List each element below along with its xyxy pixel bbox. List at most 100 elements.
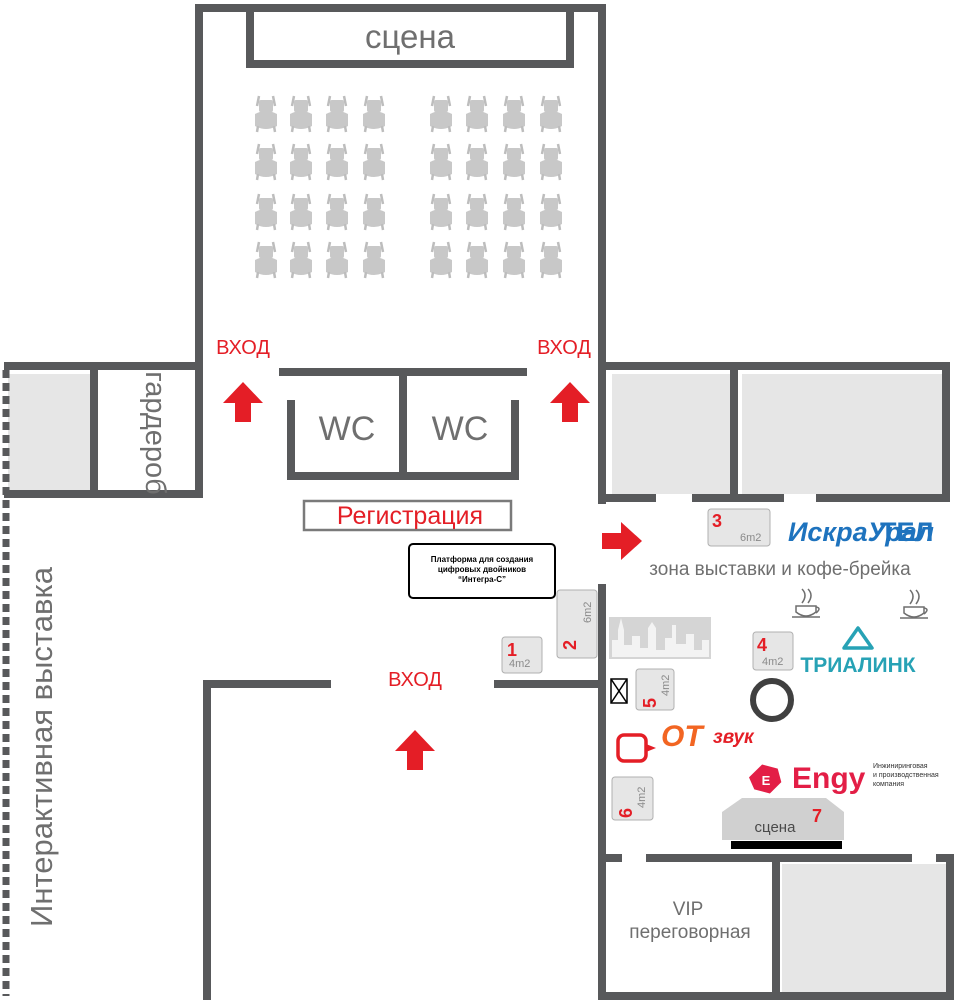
stage-small: сцена 7 xyxy=(722,798,844,849)
chair-icon xyxy=(290,143,312,181)
chair-icon xyxy=(430,143,452,181)
room-bottom-right xyxy=(782,864,946,994)
room-right-a xyxy=(612,374,730,494)
chair-icon xyxy=(503,95,525,133)
booth-1-area: 4m2 xyxy=(509,658,530,670)
booth-4-area: 4m2 xyxy=(762,656,783,668)
booth-7-number: 7 xyxy=(812,806,822,826)
stage-small-shape xyxy=(722,798,844,840)
chair-icon xyxy=(255,143,277,181)
chair-icon xyxy=(466,193,488,231)
booth-4[interactable]: 4 4m2 xyxy=(752,631,794,671)
chair-icon xyxy=(290,193,312,231)
booth-5-box xyxy=(635,668,675,711)
chair-icon xyxy=(363,241,385,279)
trialink-logo-text: ТРИАЛИНК xyxy=(800,654,915,677)
seating xyxy=(255,95,562,279)
grey-rooms xyxy=(8,374,946,994)
triangle-icon xyxy=(842,626,874,650)
entrance-label-bottom: ВХОД xyxy=(388,669,442,691)
otzvuk-logo-part1: ОТ xyxy=(661,720,705,753)
wardrobe-label: гардероб xyxy=(139,371,171,494)
platform-sign-line2: цифровых двойников xyxy=(438,565,526,574)
trialink-logo: ТРИАЛИНК xyxy=(800,626,916,677)
booth-3-box xyxy=(707,508,771,547)
chair-icon xyxy=(540,241,562,279)
city-skyline-icon xyxy=(609,617,711,659)
booth-2-number: 2 xyxy=(560,640,580,650)
booth-2-box xyxy=(556,589,598,659)
chair-icon xyxy=(326,95,348,133)
stage-small-label: сцена xyxy=(755,819,797,836)
vip-label: VIP xyxy=(673,899,704,920)
engy-mark-icon xyxy=(748,764,782,794)
chair-icon xyxy=(503,241,525,279)
wc-left-label: WC xyxy=(319,410,376,448)
arrow-right-icon xyxy=(602,522,642,560)
chair-icon xyxy=(540,95,562,133)
booth-1[interactable]: 1 4m2 xyxy=(501,636,543,674)
vip-label-line2: переговорная xyxy=(629,922,750,943)
chair-icon xyxy=(255,241,277,279)
entrance-label-right: ВХОД xyxy=(537,337,591,359)
booth-1-number: 1 xyxy=(507,640,517,660)
chair-icon xyxy=(430,193,452,231)
chair-icon xyxy=(255,95,277,133)
booth-3[interactable]: 3 6m2 xyxy=(707,508,771,547)
speech-bubble-icon xyxy=(616,733,648,763)
chair-icon xyxy=(255,193,277,231)
chair-icon xyxy=(363,143,385,181)
platform-sign-line1: Платформа для создания xyxy=(431,555,534,564)
stage-top-box xyxy=(246,4,574,68)
otzvuk-logo: ОТ звук xyxy=(616,720,755,763)
chair-icon xyxy=(466,241,488,279)
otzvuk-logo-part2: звук xyxy=(713,727,755,748)
crossed-box-icon xyxy=(610,678,628,704)
booth-5-area: 4m2 xyxy=(660,675,672,696)
walls xyxy=(4,4,954,1000)
engy-logo: E Engy Инжиниринговая и производственная… xyxy=(748,762,939,795)
platform-sign xyxy=(408,543,556,599)
booth-2-area: 6m2 xyxy=(582,602,594,623)
chair-icon xyxy=(503,143,525,181)
engy-desc-line1: Инжиниринговая xyxy=(873,763,928,770)
chair-icon xyxy=(540,143,562,181)
booth-6[interactable]: 6 4m2 xyxy=(611,776,654,821)
registration-desk xyxy=(302,499,513,532)
iskraural-logo: ИскраУрал ТЕЛ xyxy=(788,517,934,547)
booth-6-box xyxy=(611,776,654,821)
arrow-up-icon xyxy=(223,382,263,422)
arrow-up-icon xyxy=(395,730,435,770)
stage-small-edge xyxy=(731,841,842,849)
registration-label: Регистрация xyxy=(337,502,483,530)
coffee-icon xyxy=(792,588,820,618)
stage-top-label: сцена xyxy=(365,18,456,55)
chair-icon xyxy=(430,95,452,133)
booth-3-number: 3 xyxy=(712,511,722,531)
booth-6-area: 4m2 xyxy=(636,787,648,808)
booth-4-box xyxy=(752,631,794,671)
iskra-logo-part2: ТЕЛ xyxy=(880,517,933,547)
booth-5[interactable]: 5 4m2 xyxy=(635,668,675,711)
room-right-b xyxy=(742,374,945,494)
expo-zone-label: зона выставки и кофе-брейка xyxy=(649,559,911,580)
room-left-storage xyxy=(8,374,90,494)
booth-3-area: 6m2 xyxy=(740,532,761,544)
booth-6-number: 6 xyxy=(616,808,636,818)
arrow-up-icon xyxy=(550,382,590,422)
chair-icon xyxy=(430,241,452,279)
chair-icon xyxy=(466,143,488,181)
chair-icon xyxy=(290,241,312,279)
chair-icon xyxy=(363,193,385,231)
chair-icon xyxy=(290,95,312,133)
engy-mark-letter: E xyxy=(762,773,771,788)
chair-icon xyxy=(540,193,562,231)
iskra-logo-part1: ИскраУрал xyxy=(788,517,934,547)
platform-sign-line3: “Интегра-С” xyxy=(458,575,506,584)
booth-2[interactable]: 2 6m2 xyxy=(556,589,598,659)
booth-5-number: 5 xyxy=(640,698,660,708)
interactive-exhibition-label: Интерактивная выставка xyxy=(24,566,59,927)
round-stand-icon xyxy=(750,678,794,722)
chair-icon xyxy=(363,95,385,133)
